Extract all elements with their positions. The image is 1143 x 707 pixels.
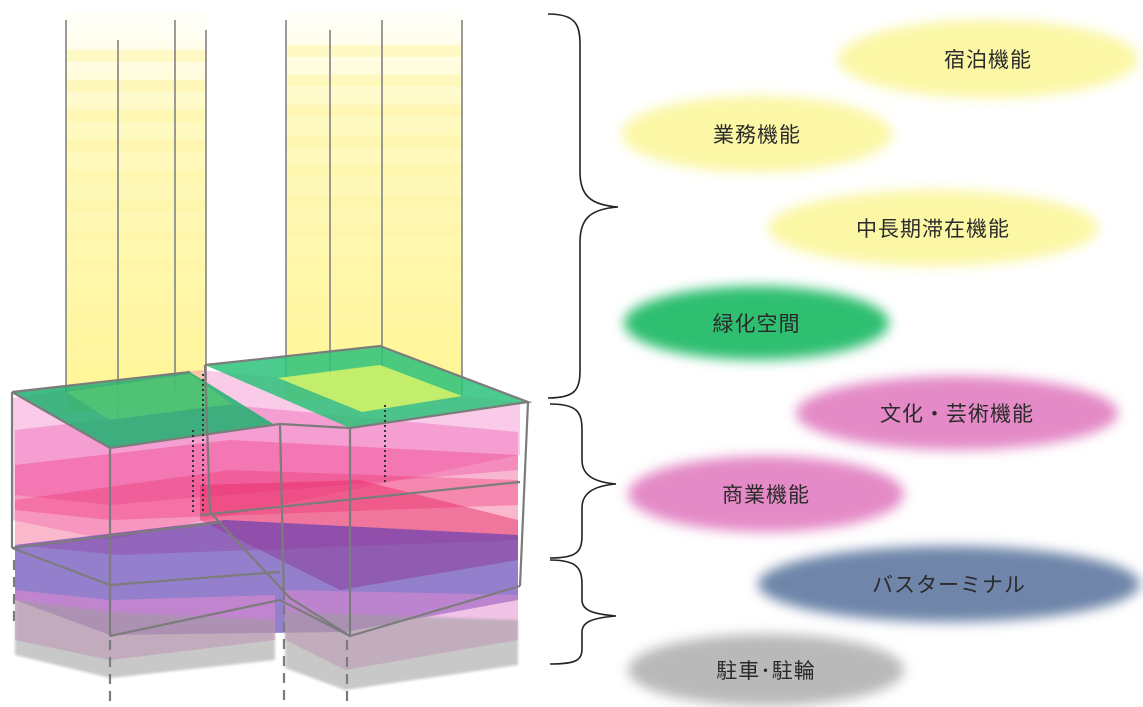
green-space-label: 緑化空間 [624,286,889,360]
lodging-label: 宿泊機能 [838,20,1138,98]
dotted-columns [192,374,386,512]
green-space-label-text: 緑化空間 [712,312,801,336]
culture-arts-label-text: 文化・芸術機能 [880,402,1034,426]
long-stay-label: 中長期滞在機能 [768,190,1098,266]
bus-terminal-label: バスターミナル [758,546,1140,622]
parking-label-text: 駐車･駐輪 [716,659,816,683]
bus-terminal-label-text: バスターミナル [872,573,1026,597]
lodging-label-text: 宿泊機能 [944,48,1032,72]
green-roof [12,346,528,448]
brace-upper [547,13,619,399]
parking-label: 駐車･駐輪 [628,634,904,706]
office-label-text: 業務機能 [713,123,801,147]
long-stay-label-text: 中長期滞在機能 [856,217,1010,241]
dashed-piles [12,560,349,705]
brace-lower [549,559,617,665]
braces [547,13,619,665]
brace-middle [549,403,617,559]
podium-wireframe [10,344,533,638]
commercial-label-text: 商業機能 [722,483,810,507]
left-tower [65,12,207,420]
commercial-label: 商業機能 [628,456,904,532]
office-label: 業務機能 [622,96,892,172]
right-tower [285,10,463,400]
culture-arts-label: 文化・芸術機能 [796,376,1118,450]
